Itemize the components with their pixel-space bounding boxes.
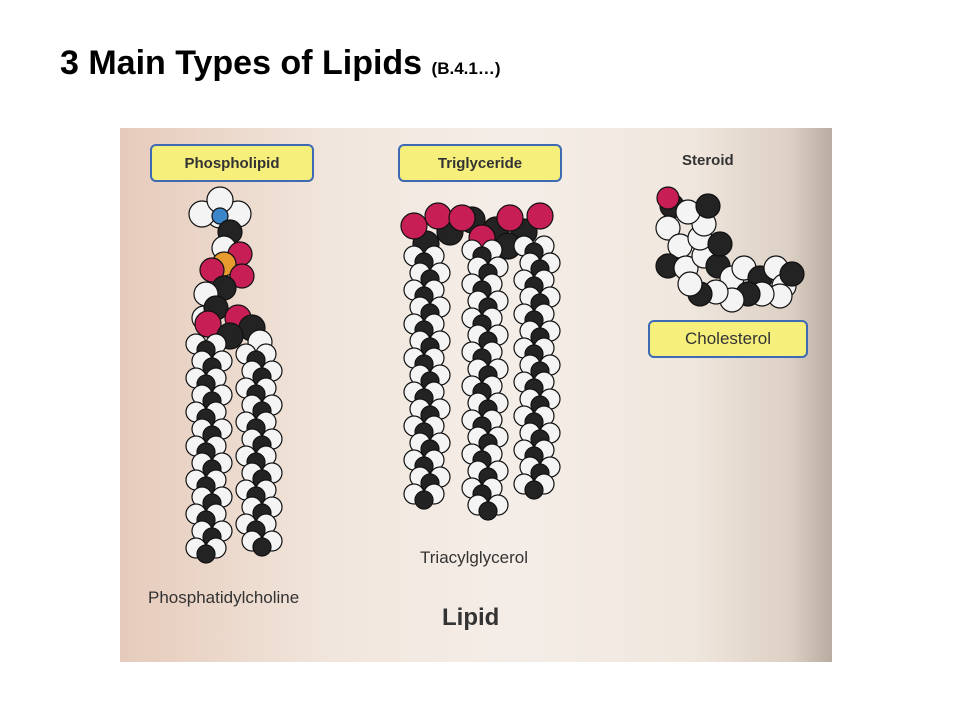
phosphatidylcholine-caption: Phosphatidylcholine: [148, 588, 300, 607]
lipid-caption: Lipid: [442, 604, 500, 631]
ester-oxygen-atom: [526, 202, 554, 230]
cholesterol-label-text: Cholesterol: [685, 329, 771, 348]
triacylglycerol-caption: Triacylglycerol: [420, 548, 529, 567]
cholesterol-label: Cholesterol: [648, 320, 808, 358]
phospholipid-label: Phospholipid: [150, 144, 314, 182]
triglyceride-label-text: Triglyceride: [437, 154, 523, 172]
phospholipid-tail-2-carbon-atom: [252, 537, 272, 557]
triglyceride-label: Triglyceride: [398, 144, 562, 182]
steroid-atom: [655, 215, 681, 241]
nitrogen-atom: [211, 207, 229, 225]
ester-oxygen-atom: [400, 212, 428, 240]
phospholipid-tail-1-carbon-atom: [196, 544, 216, 564]
phosphate-oxygen-atom: [229, 263, 255, 289]
ester-oxygen-atom: [448, 204, 476, 232]
steroid-label: Steroid: [682, 152, 734, 169]
molecule-models: [185, 186, 805, 564]
triglyceride-tail-2-carbon-atom: [478, 501, 498, 521]
ester-oxygen-atom: [194, 310, 222, 338]
triglyceride-tail-3-carbon-atom: [524, 480, 544, 500]
slide-title-text: 3 Main Types of Lipids: [60, 44, 423, 82]
slide-title: 3 Main Types of Lipids (B.4.1…): [60, 44, 501, 83]
phospholipid-label-text: Phospholipid: [184, 154, 280, 172]
ester-oxygen-atom: [496, 204, 524, 232]
steroid-atom: [707, 231, 733, 257]
steroid-atom: [677, 271, 703, 297]
slide-title-reference: (B.4.1…): [431, 59, 501, 78]
phosphate-oxygen-atom: [199, 257, 225, 283]
ester-oxygen-atom: [424, 202, 452, 230]
steroid-atom: [695, 193, 721, 219]
lipid-diagram: Phospholipid Triglyceride Steroid Choles…: [120, 128, 832, 662]
triglyceride-tail-1-carbon-atom: [414, 490, 434, 510]
steroid-atom: [779, 261, 805, 287]
hydroxyl-oxygen-atom: [656, 186, 680, 210]
